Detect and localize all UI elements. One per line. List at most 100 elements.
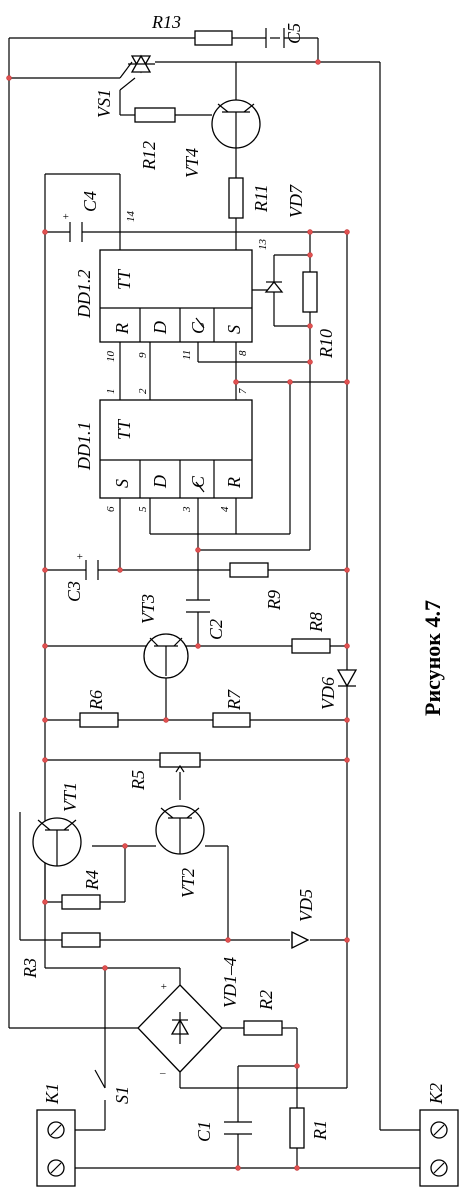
pin-9: 9	[137, 352, 149, 358]
transistors	[32, 99, 261, 867]
dd12-tt: TT	[114, 268, 134, 290]
label-r2: R2	[256, 990, 276, 1011]
dd12-s: S	[224, 325, 244, 334]
label-k1: K1	[42, 1083, 62, 1105]
label-r10: R10	[316, 329, 336, 359]
label-r3: R3	[20, 958, 40, 979]
chip-dd11	[99, 399, 253, 499]
capacitor-c1	[224, 1121, 252, 1135]
diode-vd5	[291, 930, 310, 950]
resistor-r5	[159, 752, 201, 768]
dd12-r: R	[112, 323, 132, 335]
terminal-k1	[36, 1109, 76, 1187]
pin-8: 8	[237, 350, 249, 356]
label-r12: R12	[139, 141, 159, 171]
switch-s1	[94, 1069, 106, 1089]
label-vs1: VS1	[94, 89, 114, 118]
diode-vd6	[336, 669, 358, 688]
resistor-r4	[61, 894, 101, 910]
label-s1: S1	[112, 1086, 132, 1104]
diodes	[264, 280, 358, 950]
resistor-r10	[302, 271, 318, 313]
dd11-tt: TT	[114, 418, 134, 440]
plus-mark-c3: +	[76, 551, 83, 563]
wires	[8, 37, 420, 1169]
resistor-r7	[212, 712, 251, 728]
dd11-s: S	[112, 479, 132, 488]
label-r9: R9	[264, 590, 284, 611]
label-c5: C5	[284, 23, 304, 44]
pin-14: 14	[125, 211, 137, 223]
junctions	[6, 59, 350, 1171]
label-vd6: VD6	[318, 677, 338, 710]
capacitor-c5	[265, 28, 285, 48]
pin-4: 4	[219, 506, 231, 512]
label-r6: R6	[86, 690, 106, 711]
pin-7: 7	[237, 388, 249, 394]
label-vd14: VD1–4	[220, 957, 240, 1008]
dd11-c: C	[188, 475, 208, 488]
label-c2: C2	[206, 619, 226, 640]
diode-bridge-vd1-4	[137, 984, 223, 1073]
label-c3: C3	[64, 581, 84, 602]
resistor-r2	[243, 1020, 283, 1036]
dd11-r: R	[224, 477, 244, 489]
transistor-vt3	[143, 633, 189, 679]
label-r5: R5	[128, 770, 148, 791]
label-r1: R1	[310, 1120, 330, 1141]
label-r7: R7	[224, 689, 244, 711]
pin-1: 1	[105, 389, 117, 395]
minus-mark-bridge: –	[159, 1067, 166, 1079]
capacitor-c2	[186, 599, 210, 613]
pin-5: 5	[137, 506, 149, 512]
resistors	[61, 30, 331, 1149]
pin-10: 10	[105, 351, 117, 363]
dd12-c: C	[188, 321, 208, 334]
label-vt4: VT4	[182, 148, 202, 178]
component-labels: R13 C5 VS1 R12 VT4 R11 VD7 C4 DD1.2 R10 …	[20, 12, 446, 1142]
terminal-k2	[419, 1109, 459, 1187]
chip-labels: TT R D C S TT S D C R	[112, 268, 244, 489]
plus-mark-bridge: +	[160, 981, 167, 993]
transistor-vt1	[32, 817, 82, 867]
label-r11: R11	[251, 184, 271, 213]
pin-3: 3	[181, 506, 193, 513]
label-vd5: VD5	[296, 889, 316, 922]
diode-vd7	[264, 280, 284, 293]
dd12-d: D	[150, 321, 170, 335]
label-c1: C1	[194, 1121, 214, 1142]
resistor-r3	[61, 932, 101, 948]
pin-11: 11	[181, 350, 193, 360]
plus-mark-c4: +	[62, 211, 69, 223]
label-r13: R13	[151, 12, 181, 32]
label-r8: R8	[306, 612, 326, 633]
dd11-d: D	[150, 475, 170, 489]
resistor-r12	[134, 107, 176, 123]
label-k2: K2	[426, 1083, 446, 1105]
resistor-r6	[79, 712, 119, 728]
transistor-vt2	[155, 805, 205, 855]
label-vt1: VT1	[60, 782, 80, 812]
resistor-r8	[291, 638, 331, 654]
capacitor-c3	[85, 560, 99, 580]
polarity-marks: + + + –	[62, 211, 167, 1079]
transistor-vt4	[211, 99, 261, 150]
resistor-r1	[289, 1107, 305, 1149]
pin-2: 2	[137, 388, 149, 394]
label-r4: R4	[82, 870, 102, 891]
label-vd7: VD7	[286, 184, 306, 218]
thyristor-vs1	[128, 54, 155, 74]
resistor-r9	[229, 562, 269, 578]
resistor-r11	[228, 177, 244, 219]
pin-13: 13	[257, 239, 269, 251]
label-vt2: VT2	[178, 868, 198, 898]
resistor-r13	[194, 30, 233, 46]
pin-6: 6	[105, 506, 117, 512]
label-dd12: DD1.2	[74, 270, 94, 320]
label-dd11: DD1.1	[74, 422, 94, 472]
label-c4: C4	[80, 191, 100, 212]
label-vt3: VT3	[138, 594, 158, 624]
pin-numbers: 14 13 10 9 11 8 1 2 7 6 5 3 4	[105, 211, 269, 514]
capacitor-c4	[69, 222, 83, 242]
